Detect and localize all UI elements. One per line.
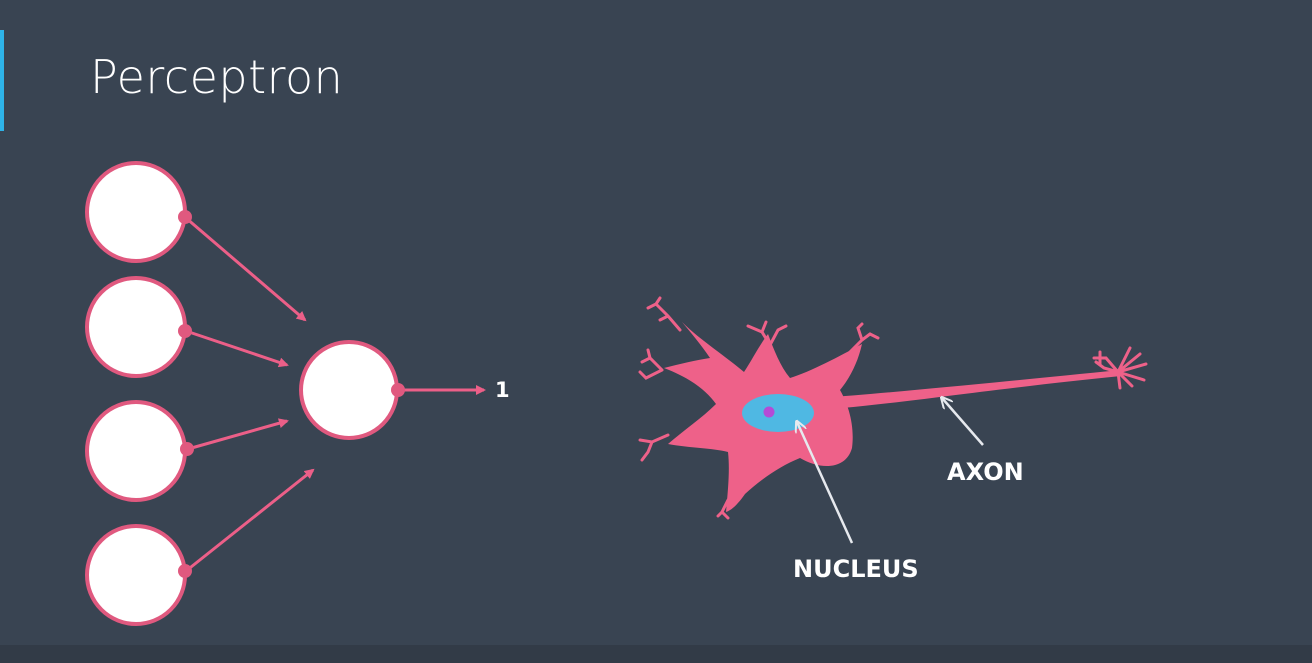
output-dot [391,383,405,397]
input-node-3 [85,400,187,502]
input-edge-1 [185,216,307,322]
nucleolus [763,406,775,418]
perceptron: 1 [85,161,510,626]
input-edge-4 [185,468,315,573]
nucleus-label: NUCLEUS [793,555,919,583]
title-accent-bar [0,30,4,131]
input-node-1 [85,161,187,263]
nucleus-pointer [797,422,854,544]
dendrites [638,296,1148,520]
axon [820,370,1121,408]
input-dot-3 [180,442,194,456]
input-dot-4 [178,564,192,578]
bottom-strip [0,645,1312,663]
output-label: 1 [495,378,510,402]
output-node [299,340,399,440]
input-node-4 [85,524,187,626]
input-edge-3 [187,418,289,451]
axon-label: AXON [947,458,1024,486]
input-dot-2 [178,324,192,338]
input-node-2 [85,276,187,378]
neuron-illustration: NUCLEUS AXON [638,296,1148,583]
input-dot-1 [178,210,192,224]
slide-title: Perceptron [90,50,344,104]
axon-pointer [942,398,984,446]
input-edge-2 [185,329,289,368]
nucleus [742,394,814,432]
